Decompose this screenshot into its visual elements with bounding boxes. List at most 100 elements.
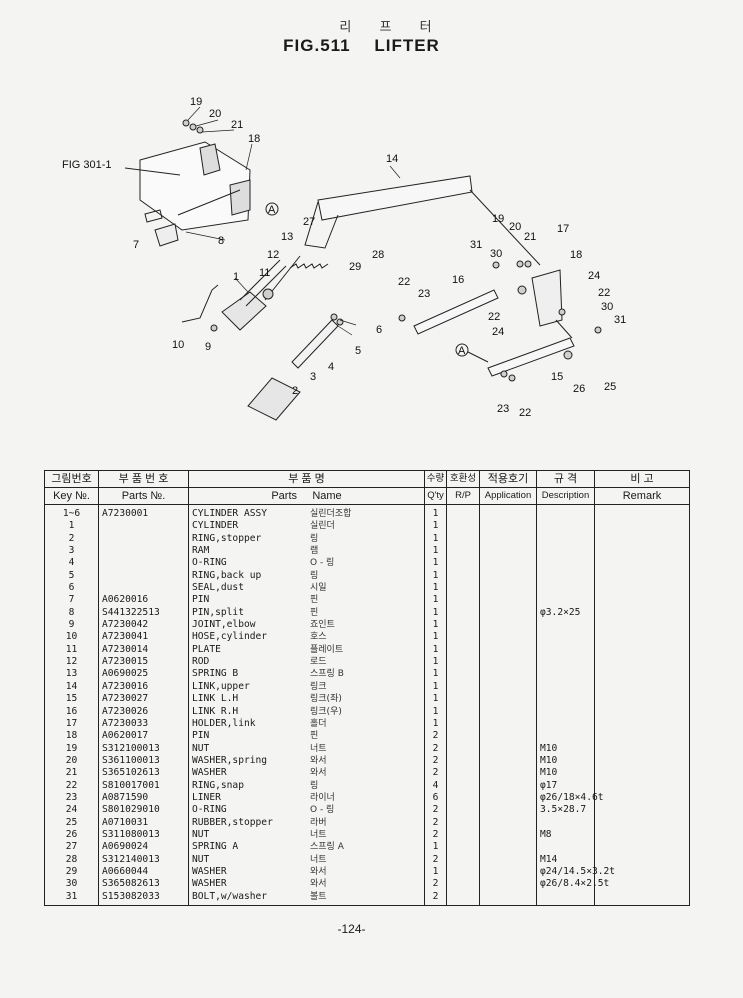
qty-header-en: Q'ty: [424, 487, 447, 505]
part-number-cell: A7230001: [98, 504, 189, 521]
qty-cell: 2: [424, 890, 447, 906]
part-name-kr: 스프링 A: [310, 842, 344, 853]
part-number-cell: S361100013: [98, 754, 189, 768]
part-name-en: CYLINDER ASSY: [192, 508, 268, 519]
remark-cell: [594, 841, 690, 854]
part-number-cell: S311080013: [98, 828, 189, 842]
rp-header-kr: 호환성: [446, 470, 480, 488]
part-name-kr: 호스: [310, 632, 327, 643]
key-cell: 20: [44, 754, 99, 768]
callout-1: 1: [233, 271, 239, 283]
korean-title: 리 프 터: [339, 20, 444, 35]
part-name-kr: 램: [310, 546, 319, 557]
remark-cell: [594, 606, 690, 620]
parts-no-header-kr: 부 품 번 호: [98, 470, 189, 488]
part-name-en: LINK L.H: [192, 693, 239, 705]
callout-5: 5: [355, 345, 361, 357]
application-cell: [479, 779, 537, 792]
parts-no-header-en: Parts №.: [98, 487, 189, 505]
part-number-cell: S312140013: [98, 853, 189, 866]
description-cell: [536, 643, 595, 657]
qty-cell: 6: [424, 791, 447, 805]
rp-cell: [446, 532, 480, 546]
remark-header-en: Remark: [594, 487, 690, 505]
key-cell: 25: [44, 816, 99, 829]
description-cell: φ3.2×25: [536, 606, 595, 620]
part-name-kr: 너트: [310, 829, 327, 840]
qty-cell: 2: [424, 730, 447, 743]
description-cell: [536, 594, 595, 607]
remark-cell: [594, 656, 690, 669]
qty-cell: 1: [424, 532, 447, 546]
rp-cell: [446, 890, 480, 906]
remark-cell: [594, 767, 690, 780]
callout-31: 31: [614, 314, 626, 326]
part-name-kr: 링크(우): [310, 706, 342, 717]
description-cell: [536, 705, 595, 718]
part-name-en: WASHER: [192, 878, 227, 890]
description-cell: [536, 816, 595, 829]
description-cell: [536, 631, 595, 644]
part-number-cell: [98, 557, 189, 570]
part-name-en: PIN,split: [192, 606, 244, 618]
remark-cell: [594, 668, 690, 681]
key-cell: 1~6: [44, 504, 99, 521]
part-name-en: RING,snap: [192, 779, 244, 791]
key-cell: 28: [44, 853, 99, 866]
part-name-kr: 실린더: [310, 521, 335, 532]
key-cell: 21: [44, 767, 99, 780]
part-number-cell: A7230016: [98, 680, 189, 694]
description-cell: [536, 520, 595, 533]
description-cell: φ26/18×4.6t: [536, 791, 604, 805]
rp-cell: [446, 865, 480, 879]
qty-cell: 2: [424, 816, 447, 829]
application-cell: [479, 594, 537, 607]
description-cell: [536, 557, 595, 570]
application-cell: [479, 504, 537, 521]
qty-cell: 2: [424, 742, 447, 755]
part-number-cell: A0660044: [98, 865, 189, 879]
application-cell: [479, 631, 537, 644]
qty-cell: 1: [424, 606, 447, 620]
part-number-cell: [98, 582, 189, 595]
key-cell: 30: [44, 878, 99, 891]
part-number-cell: S801029010: [98, 804, 189, 817]
part-name-en: RING,back up: [192, 569, 262, 581]
remark-cell: [594, 643, 690, 657]
application-cell: [479, 656, 537, 669]
qty-cell: 1: [424, 582, 447, 595]
qty-cell: 2: [424, 754, 447, 768]
remark-cell: [594, 878, 690, 891]
parts-name-header-en: Parts Name: [188, 487, 425, 505]
rp-cell: [446, 705, 480, 718]
part-number-cell: A0690025: [98, 668, 189, 681]
key-header-en: Key №.: [44, 487, 99, 505]
key-cell: 4: [44, 557, 99, 570]
description-cell: [536, 619, 595, 632]
part-name-kr: 로드: [310, 657, 327, 668]
header-row-english: Key №. Parts №. Parts Name Q'ty R/P Appl…: [44, 487, 690, 505]
rp-cell: [446, 656, 480, 669]
part-name-en: ROD: [192, 656, 210, 668]
remark-cell: [594, 804, 690, 817]
part-number-cell: S365082613: [98, 878, 189, 891]
application-cell: [479, 693, 537, 706]
description-cell: [536, 545, 595, 558]
qty-cell: 1: [424, 717, 447, 731]
part-name-kr: 시일: [310, 583, 327, 594]
key-cell: 16: [44, 705, 99, 718]
